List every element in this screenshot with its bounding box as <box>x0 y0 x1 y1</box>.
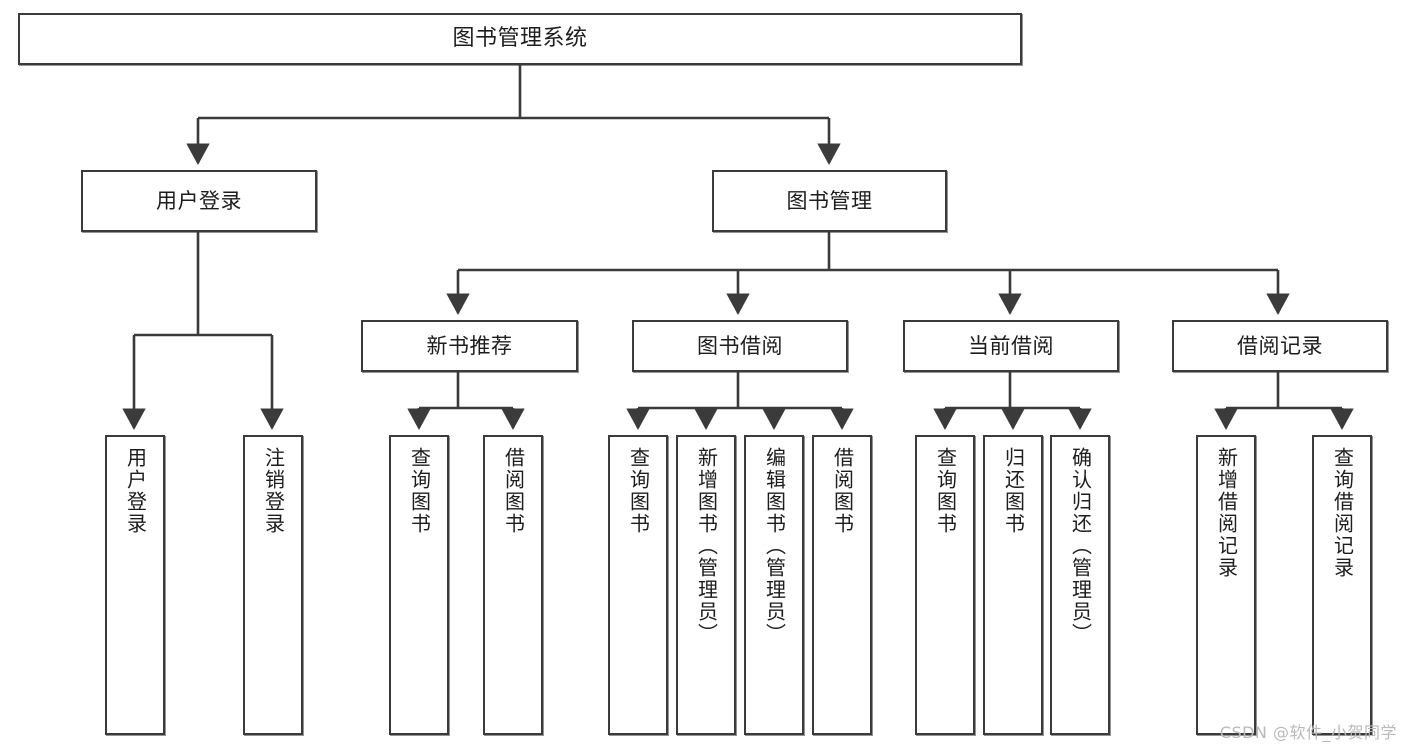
node-label: 借阅图书 <box>830 447 855 535</box>
node-label: 图书管理系统 <box>452 26 588 52</box>
node-label: 查询图书 <box>407 447 432 535</box>
node-new-book-recommend[interactable]: 新书推荐 <box>361 320 578 372</box>
node-current-borrow[interactable]: 当前借阅 <box>903 320 1119 372</box>
node-label: 图书管理 <box>786 188 873 213</box>
node-label: 新书推荐 <box>426 333 513 358</box>
node-borrow-record[interactable]: 借阅记录 <box>1172 320 1388 372</box>
node-leaf-user-login[interactable]: 用户登录 <box>105 435 165 735</box>
edges-book-manage-to-level2 <box>446 232 1290 315</box>
node-root-system[interactable]: 图书管理系统 <box>18 13 1022 65</box>
node-book-borrow[interactable]: 图书借阅 <box>632 320 848 372</box>
node-label: 确认归还（管理员） <box>1068 447 1093 645</box>
node-leaf-query-book-1[interactable]: 查询图书 <box>389 435 449 735</box>
node-label: 查询图书 <box>626 447 651 535</box>
node-label: 借阅图书 <box>501 447 526 535</box>
node-leaf-return-book[interactable]: 归还图书 <box>983 435 1043 735</box>
node-book-manage[interactable]: 图书管理 <box>712 170 947 232</box>
node-label: 注销登录 <box>261 447 286 535</box>
node-label: 查询借阅记录 <box>1330 447 1355 579</box>
node-label: 图书借阅 <box>697 333 783 358</box>
edges-borrow-record-to-leaves <box>1214 372 1354 430</box>
node-label: 编辑图书（管理员） <box>762 447 787 645</box>
node-leaf-add-book[interactable]: 新增图书（管理员） <box>676 435 736 735</box>
node-label: 新增图书（管理员） <box>694 447 719 645</box>
node-label: 归还图书 <box>1001 447 1026 535</box>
node-leaf-borrow-book-2[interactable]: 借阅图书 <box>812 435 872 735</box>
node-leaf-query-book-2[interactable]: 查询图书 <box>608 435 668 735</box>
edges-current-borrow-to-leaves <box>933 372 1092 430</box>
node-label: 用户登录 <box>123 447 148 535</box>
node-label: 当前借阅 <box>968 333 1054 358</box>
node-label: 新增借阅记录 <box>1214 447 1239 579</box>
node-leaf-query-record[interactable]: 查询借阅记录 <box>1312 435 1372 735</box>
edges-root-to-level1 <box>186 65 841 165</box>
node-label: 用户登录 <box>156 188 242 213</box>
node-leaf-borrow-book-1[interactable]: 借阅图书 <box>483 435 543 735</box>
node-label: 查询图书 <box>933 447 958 535</box>
edges-book-borrow-to-leaves <box>626 372 854 430</box>
edges-new-book-recommend-to-leaves <box>407 372 525 430</box>
node-leaf-add-record[interactable]: 新增借阅记录 <box>1196 435 1256 735</box>
node-label: 借阅记录 <box>1237 333 1323 358</box>
node-leaf-confirm-return[interactable]: 确认归还（管理员） <box>1050 435 1110 735</box>
node-leaf-user-logout[interactable]: 注销登录 <box>243 435 303 735</box>
node-leaf-edit-book[interactable]: 编辑图书（管理员） <box>744 435 804 735</box>
node-user-login[interactable]: 用户登录 <box>81 170 317 232</box>
watermark-text: CSDN @软件_小贺同学 <box>1219 723 1397 742</box>
edges-user-login-to-leaves <box>122 232 284 430</box>
node-leaf-query-book-3[interactable]: 查询图书 <box>915 435 975 735</box>
